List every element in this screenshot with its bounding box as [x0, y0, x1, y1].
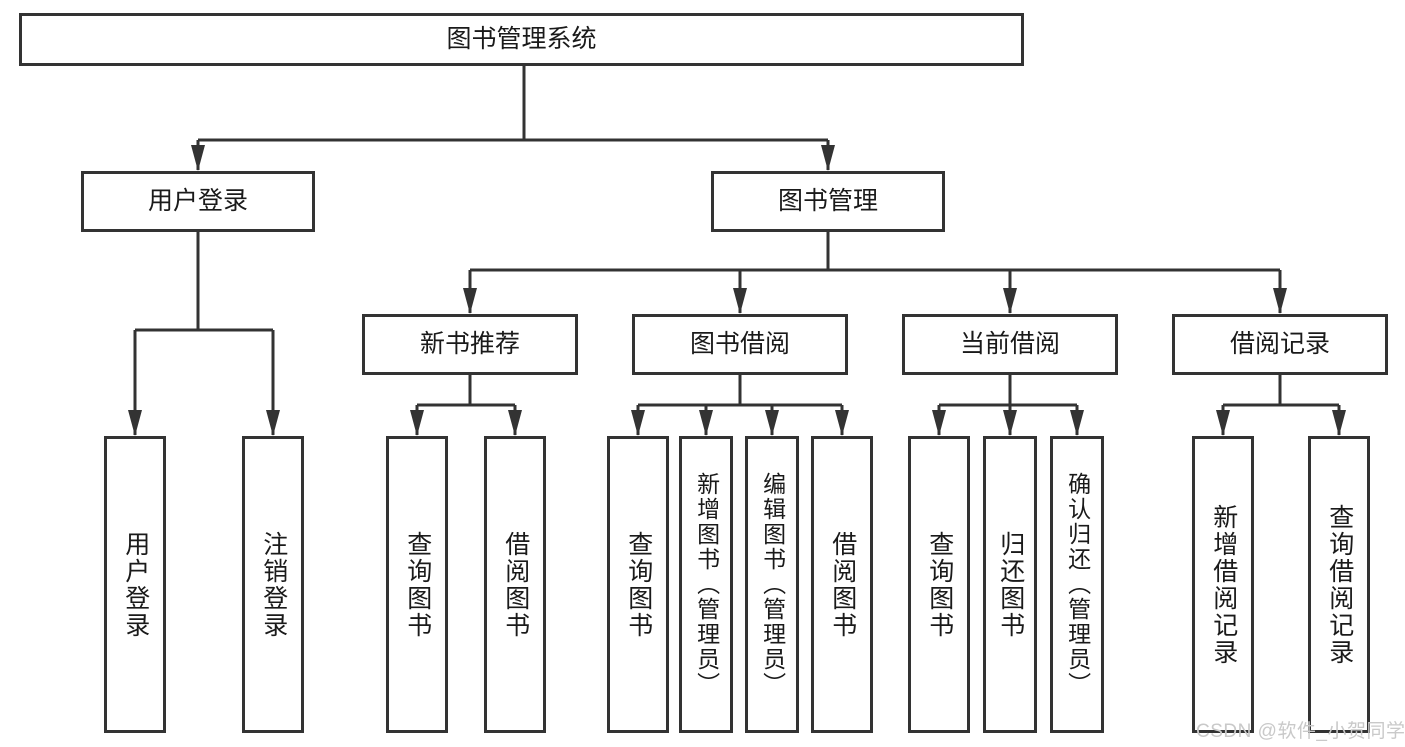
node-book-borrow[interactable]	[632, 314, 848, 375]
leaf-leaf-add-book-admin[interactable]	[679, 436, 733, 733]
book-manage-to-level3-arrowhead-icon	[1273, 288, 1287, 314]
node-borrow-record[interactable]	[1172, 314, 1388, 375]
leaf-leaf-borrow-book-rec[interactable]	[484, 436, 546, 733]
node-book-manage-label: 图书管理	[778, 187, 878, 215]
node-new-book-recommend-label: 新书推荐	[420, 330, 520, 358]
book-borrow-to-leaves-arrowhead-icon	[699, 410, 713, 436]
book-borrow-to-leaves-arrowhead-icon	[835, 410, 849, 436]
leaf-leaf-user-login[interactable]	[104, 436, 166, 733]
leaf-leaf-query-book-borrow[interactable]	[607, 436, 669, 733]
leaf-leaf-query-borrow-record[interactable]	[1308, 436, 1370, 733]
node-book-borrow-label: 图书借阅	[690, 330, 790, 358]
boxes-layer	[19, 13, 1388, 733]
new-book-recommend-to-leaves-arrowhead-icon	[410, 410, 424, 436]
leaf-leaf-query-book-current[interactable]	[908, 436, 970, 733]
current-borrow-to-leaves-arrowhead-icon	[1003, 410, 1017, 436]
root-to-level2-arrowhead-icon	[821, 145, 835, 171]
borrow-record-to-leaves-arrowhead-icon	[1216, 410, 1230, 436]
current-borrow-to-leaves-arrowhead-icon	[1070, 410, 1084, 436]
book-manage-to-level3-arrowhead-icon	[1003, 288, 1017, 314]
book-borrow-to-leaves-arrowhead-icon	[765, 410, 779, 436]
connectors-layer	[128, 66, 1346, 436]
node-root-label: 图书管理系统	[446, 25, 596, 53]
leaf-leaf-return-book[interactable]	[983, 436, 1037, 733]
node-user-login-label: 用户登录	[148, 187, 248, 215]
leaf-leaf-user-logout[interactable]	[242, 436, 304, 733]
node-borrow-record-label: 借阅记录	[1230, 330, 1330, 358]
node-current-borrow[interactable]	[902, 314, 1118, 375]
leaf-leaf-query-book-rec[interactable]	[386, 436, 448, 733]
node-root[interactable]	[19, 13, 1024, 66]
node-user-login[interactable]	[81, 171, 315, 232]
node-book-manage[interactable]	[711, 171, 945, 232]
current-borrow-to-leaves-arrowhead-icon	[932, 410, 946, 436]
leaf-leaf-confirm-return-admin[interactable]	[1050, 436, 1104, 733]
user-login-to-leaves-arrowhead-icon	[266, 410, 280, 436]
leaf-leaf-borrow-book[interactable]	[811, 436, 873, 733]
node-current-borrow-label: 当前借阅	[960, 330, 1060, 358]
leaf-leaf-edit-book-admin[interactable]	[745, 436, 799, 733]
user-login-to-leaves-arrowhead-icon	[128, 410, 142, 436]
root-to-level2-arrowhead-icon	[191, 145, 205, 171]
leaf-leaf-add-borrow-record[interactable]	[1192, 436, 1254, 733]
book-manage-to-level3-arrowhead-icon	[463, 288, 477, 314]
watermark-csdn: CSDN @软件_小贺同学	[1196, 721, 1405, 742]
book-borrow-to-leaves-arrowhead-icon	[631, 410, 645, 436]
node-new-book-recommend[interactable]	[362, 314, 578, 375]
borrow-record-to-leaves-arrowhead-icon	[1332, 410, 1346, 436]
new-book-recommend-to-leaves-arrowhead-icon	[508, 410, 522, 436]
book-manage-to-level3-arrowhead-icon	[733, 288, 747, 314]
